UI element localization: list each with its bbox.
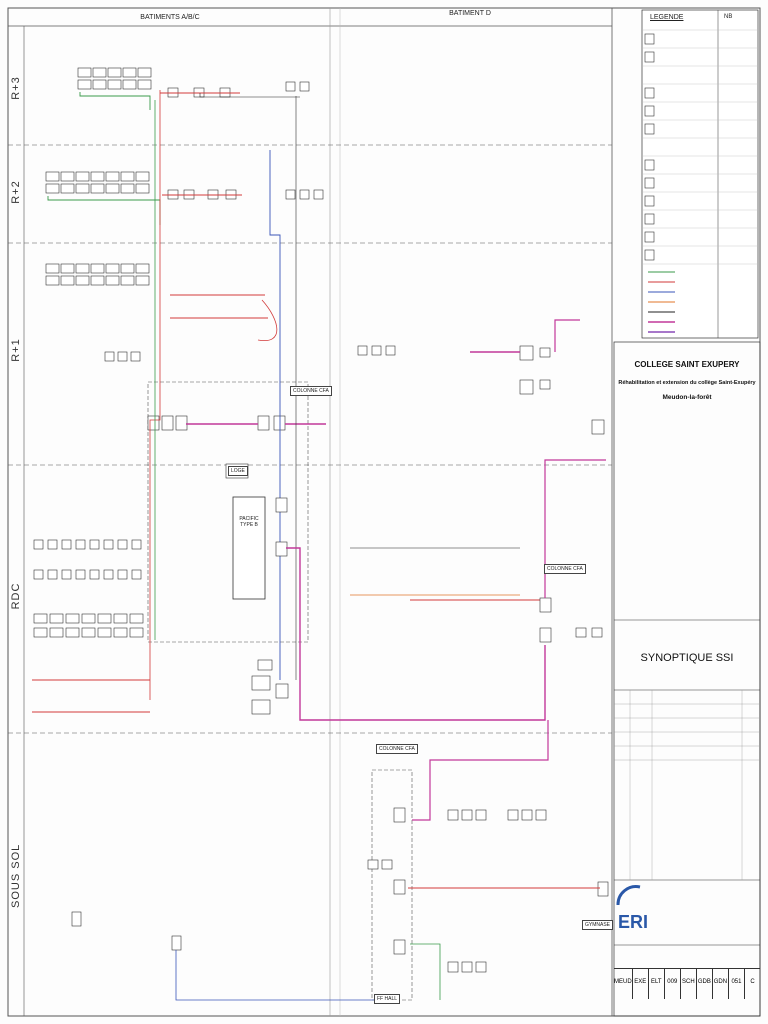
r1-equipment-zone <box>147 381 309 643</box>
rdc-bells <box>33 539 142 580</box>
code-cell: 009 <box>665 969 681 999</box>
title-block-frame <box>613 341 761 1017</box>
rdc-magenta-d <box>544 459 606 598</box>
rdc-d-modules <box>275 497 603 643</box>
r1-door-row <box>45 263 150 286</box>
project-title-line1: Réhabilitation et extension du collège S… <box>618 380 756 386</box>
r2-detectors <box>167 189 324 200</box>
loge-label: LOGE <box>228 466 248 476</box>
code-cell: C <box>750 979 755 985</box>
drawing-title: SYNOPTIQUE SSI <box>640 652 734 664</box>
rdc-door-rows <box>33 613 144 638</box>
floor-label-r3: R+3 <box>10 76 22 100</box>
r1-bells <box>104 345 396 362</box>
r2-door-row <box>45 171 150 194</box>
code-cell: SCH <box>681 969 697 999</box>
floor-label-sous-sol: SOUS SOL <box>10 843 22 908</box>
rdc-magenta-main <box>286 547 546 721</box>
d-r1-magenta-up <box>554 319 580 352</box>
ff-hall-label: FF HALL <box>374 994 401 1004</box>
legend-panel <box>641 9 759 339</box>
r2-block <box>45 171 324 225</box>
legend-title: LEGENDE <box>650 14 684 21</box>
drawing-code-strip: MEUD EXE ELT 009 SCH GDB GDN 051 C <box>614 968 760 999</box>
r3-loop-black <box>199 93 300 98</box>
building-abc-header: BATIMENTS A/B/C <box>140 14 200 21</box>
code-cell: MEUD <box>614 969 633 999</box>
floor-label-r1: R+1 <box>10 338 22 362</box>
floor-label-rdc: RDC <box>10 582 22 610</box>
code-cell: 051 <box>729 969 745 999</box>
r3-block <box>77 67 310 110</box>
company-logo: ERI <box>616 885 648 932</box>
r1-modules <box>147 415 286 431</box>
ss-blue <box>175 950 400 1001</box>
revision-table <box>614 690 760 880</box>
colonne-cfa-rdc: COLONNE CFA <box>544 564 586 574</box>
riser-blue <box>269 150 281 680</box>
floor-label-r2: R+2 <box>10 180 22 204</box>
code-cell: EXE <box>633 969 649 999</box>
pacific-panel <box>232 496 266 600</box>
ss-modules <box>71 807 609 973</box>
building-d-header: BATIMENT D <box>449 10 491 17</box>
code-cell: GDN <box>713 969 729 999</box>
rdc-alarm-units <box>251 659 289 715</box>
r3-door-row <box>77 67 152 90</box>
ss-block <box>71 720 609 1001</box>
svg-text:ERI: ERI <box>618 912 648 932</box>
d-r1-modules <box>519 345 605 435</box>
code-cell: GDB <box>697 969 713 999</box>
ss-green <box>410 943 441 1000</box>
legend-nb-header: NB <box>724 14 733 20</box>
pacific-panel-label: PACIFIC TYPE B <box>239 516 259 528</box>
r2-wire-green <box>47 196 161 225</box>
r1-red-arc <box>257 299 278 342</box>
ss-colonne-zone <box>371 769 413 1001</box>
r1-block <box>45 263 605 643</box>
gymnase-label: GYMNASE <box>582 920 614 930</box>
ss-magenta <box>412 720 549 821</box>
colonne-cfa-r1: COLONNE CFA <box>290 386 332 396</box>
project-title-line2: Meudon-la-forêt <box>662 394 712 401</box>
colonne-cfa-ss: COLONNE CFA <box>376 744 418 754</box>
code-cell: ELT <box>649 969 665 999</box>
college-name: COLLEGE SAINT EXUPERY <box>634 360 740 369</box>
r3-detectors <box>167 81 310 98</box>
r3-wire-green <box>79 92 151 110</box>
rdc-block <box>32 459 606 721</box>
